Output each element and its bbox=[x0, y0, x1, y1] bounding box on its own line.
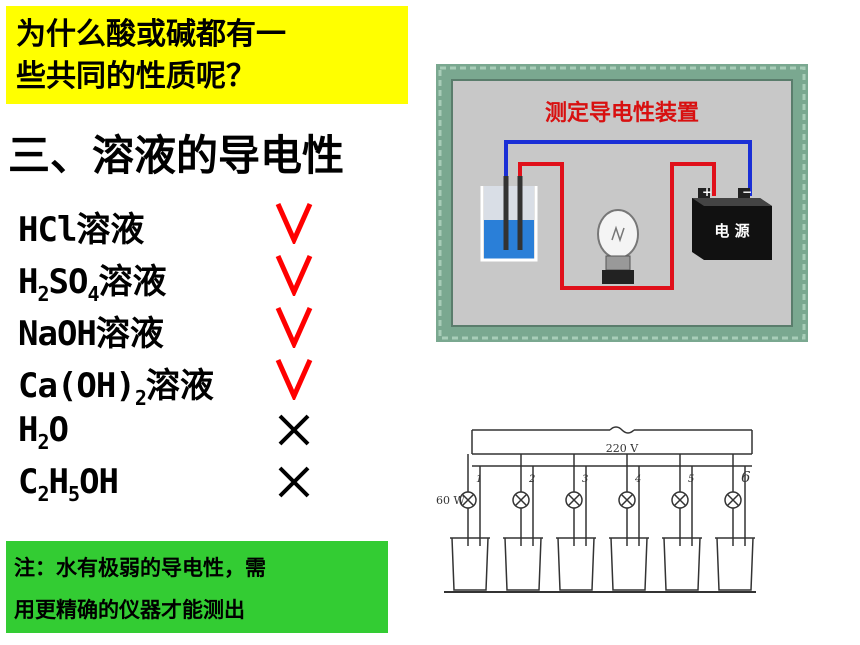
beaker-icon bbox=[557, 537, 595, 591]
note-box: 注：水有极弱的导电性，需 用更精确的仪器才能测出 bbox=[6, 541, 388, 633]
check-mark bbox=[275, 254, 313, 296]
check-mark bbox=[275, 202, 313, 244]
beaker-icon bbox=[480, 176, 538, 262]
item-label: C2H5OH bbox=[18, 462, 119, 506]
lamp-number: 6 bbox=[741, 468, 751, 486]
solution-list: HCl溶液 H2SO4溶液 NaOH溶液 Ca(OH)2溶液 H2O C2H5O… bbox=[18, 200, 338, 512]
lamp-number: 1 bbox=[476, 474, 482, 485]
voltage-label: 220 V bbox=[606, 442, 639, 455]
list-item: Ca(OH)2溶液 bbox=[18, 356, 338, 410]
svg-text:+: + bbox=[702, 185, 712, 199]
question-box: 为什么酸或碱都有一 些共同的性质呢？ bbox=[6, 6, 408, 104]
cross-mark bbox=[278, 414, 310, 446]
cross-mark bbox=[278, 466, 310, 498]
lamp-group: 1 2 3 4 5 6 bbox=[450, 454, 755, 591]
svg-text:−: − bbox=[742, 185, 752, 199]
note-line-2: 用更精确的仪器才能测出 bbox=[14, 598, 245, 622]
check-mark bbox=[275, 306, 313, 348]
beaker-icon bbox=[716, 537, 754, 591]
section-title: 三、溶液的导电性 bbox=[8, 131, 345, 180]
lamp-icon bbox=[618, 491, 636, 509]
list-item: H2SO4溶液 bbox=[18, 252, 338, 306]
lamp-icon bbox=[724, 491, 742, 509]
list-item: C2H5OH bbox=[18, 460, 338, 512]
item-label: NaOH溶液 bbox=[18, 314, 164, 354]
lamp-icon bbox=[671, 491, 689, 509]
lamp-icon bbox=[459, 491, 477, 509]
beaker-icon bbox=[504, 537, 542, 591]
lamp-number: 3 bbox=[582, 474, 588, 485]
lamp-icon bbox=[565, 491, 583, 509]
red-wire bbox=[518, 162, 716, 290]
conductivity-apparatus-figure: 测定导电性装置 + − 电 源 bbox=[436, 64, 808, 342]
item-label: H2O bbox=[18, 410, 69, 454]
beaker-icon bbox=[663, 537, 701, 591]
power-label: 电 源 bbox=[714, 222, 749, 240]
beaker-icon bbox=[451, 537, 489, 591]
lamp-number: 5 bbox=[688, 474, 694, 485]
list-item: H2O bbox=[18, 408, 338, 460]
beaker-icon bbox=[610, 537, 648, 591]
power-supply-icon: + − 电 源 bbox=[692, 185, 772, 260]
list-item: NaOH溶液 bbox=[18, 304, 338, 356]
parallel-circuit-figure: 220 V 60 W 1 2 3 4 5 6 bbox=[436, 426, 756, 593]
light-bulb-icon bbox=[597, 209, 639, 284]
lamp-number: 4 bbox=[634, 474, 641, 485]
list-item: HCl溶液 bbox=[18, 200, 338, 252]
item-label: Ca(OH)2溶液 bbox=[18, 366, 214, 410]
power-rating-label: 60 W bbox=[436, 494, 465, 507]
check-mark bbox=[275, 358, 313, 400]
apparatus-title: 测定导电性装置 bbox=[545, 100, 699, 126]
lamp-icon bbox=[512, 491, 530, 509]
item-label: HCl溶液 bbox=[18, 210, 145, 250]
lamp-number: 2 bbox=[528, 474, 535, 485]
blue-wire bbox=[504, 140, 752, 196]
note-line-1: 注：水有极弱的导电性，需 bbox=[14, 556, 266, 580]
item-label: H2SO4溶液 bbox=[18, 262, 167, 306]
question-line-2: 些共同的性质呢？ bbox=[16, 59, 256, 94]
question-line-1: 为什么酸或碱都有一 bbox=[16, 17, 286, 52]
